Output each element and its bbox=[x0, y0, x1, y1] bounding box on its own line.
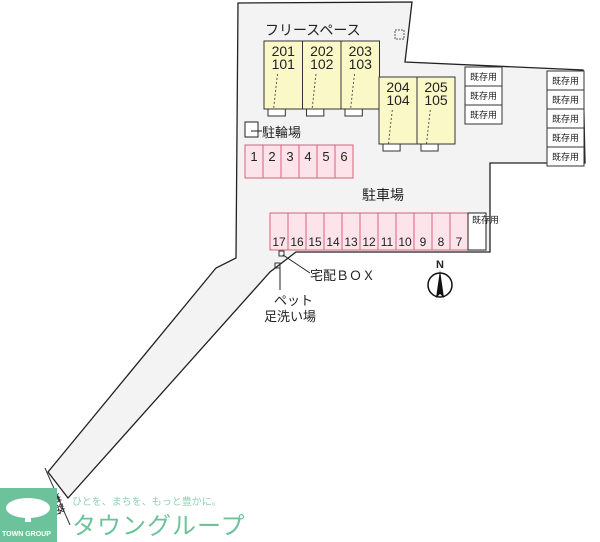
unit-block bbox=[416, 76, 456, 145]
delivery-box-label: 宅配ＢＯＸ bbox=[310, 269, 375, 284]
town-group-logo: TOWN GROUP bbox=[0, 488, 57, 542]
entry-path bbox=[426, 109, 431, 145]
parking-number: 8 bbox=[438, 235, 445, 249]
utility-marker bbox=[394, 29, 405, 40]
parking-number: 7 bbox=[456, 235, 463, 249]
unit-block bbox=[378, 76, 418, 145]
existing-slot-label: 既存用 bbox=[552, 151, 579, 163]
existing-slot-label: 既存用 bbox=[470, 109, 497, 121]
road-line bbox=[44, 467, 71, 526]
unit-lower: 102 bbox=[310, 56, 334, 72]
parking-number: 15 bbox=[308, 235, 322, 249]
north-compass: N bbox=[427, 259, 453, 298]
existing-slot bbox=[546, 146, 585, 167]
unit-lower: 103 bbox=[349, 56, 373, 72]
existing-slot-label: 既存用 bbox=[470, 90, 497, 102]
unit-upper: 201 bbox=[272, 43, 296, 59]
unit-upper: 203 bbox=[349, 43, 373, 59]
unit-upper: 205 bbox=[424, 79, 448, 95]
leader-line bbox=[282, 254, 311, 274]
parking-number: 16 bbox=[290, 235, 304, 249]
free-space-label: フリースペース bbox=[265, 23, 361, 39]
svg-text:N: N bbox=[436, 259, 444, 271]
parking-number: 11 bbox=[381, 235, 394, 249]
pet-wash-marker bbox=[274, 262, 281, 269]
balcony bbox=[306, 108, 325, 117]
parking-number: 12 bbox=[362, 235, 376, 249]
unit-block bbox=[340, 40, 380, 110]
bicycle-parking-label: 駐輪場 bbox=[262, 125, 301, 141]
entry-path bbox=[350, 73, 355, 110]
balcony bbox=[344, 108, 363, 117]
logo-tagline: ひとを、まちを、もっと豊かに。 bbox=[72, 497, 222, 508]
logo-name: TOWN GROUP bbox=[2, 531, 51, 538]
existing-slot-label: 既存用 bbox=[552, 94, 579, 106]
existing-slot bbox=[464, 104, 503, 125]
pet-wash-label-2: 足洗い場 bbox=[264, 310, 316, 325]
existing-slot-label: 既存用 bbox=[552, 132, 579, 144]
parking-number: 5 bbox=[322, 149, 329, 164]
parking-number: 10 bbox=[398, 235, 412, 249]
unit-lower: 101 bbox=[272, 56, 296, 72]
logo-brand: タウングループ bbox=[72, 512, 246, 540]
parking-number: 1 bbox=[250, 149, 257, 164]
delivery-box-marker bbox=[278, 250, 285, 257]
unit-upper: 204 bbox=[386, 79, 410, 95]
parking-number: 17 bbox=[272, 235, 286, 249]
existing-slot-bottom bbox=[467, 212, 487, 251]
parking-number: 13 bbox=[344, 235, 358, 249]
parking-number: 3 bbox=[286, 149, 293, 164]
unit-upper: 202 bbox=[310, 43, 334, 59]
existing-slot-label: 既存用 bbox=[552, 113, 579, 125]
parking-label: 駐車場 bbox=[362, 187, 404, 204]
bicycle-parking-box bbox=[244, 121, 259, 138]
north-arrow-icon bbox=[436, 270, 444, 298]
parking-number: 6 bbox=[340, 149, 347, 164]
entry-path bbox=[388, 109, 393, 145]
unit-block bbox=[263, 40, 303, 110]
unit-lower: 104 bbox=[386, 92, 410, 108]
entry-path bbox=[311, 73, 317, 110]
existing-slot-label: 既存用 bbox=[552, 75, 579, 87]
unit-lower: 105 bbox=[424, 92, 448, 108]
existing-slot-label: 既存用 bbox=[472, 214, 499, 226]
parking-space bbox=[334, 144, 354, 179]
balcony bbox=[420, 143, 439, 152]
balcony bbox=[382, 143, 401, 152]
entry-path bbox=[273, 73, 278, 110]
parking-number: 4 bbox=[304, 149, 311, 164]
unit-block bbox=[302, 40, 342, 110]
parking-number: 2 bbox=[268, 149, 275, 164]
balcony bbox=[267, 108, 286, 117]
parking-number: 9 bbox=[420, 235, 427, 249]
existing-slot-label: 既存用 bbox=[470, 71, 497, 83]
tree-icon bbox=[6, 498, 50, 522]
parking-number: 14 bbox=[326, 235, 340, 249]
pet-wash-label-1: ペット bbox=[274, 294, 313, 309]
